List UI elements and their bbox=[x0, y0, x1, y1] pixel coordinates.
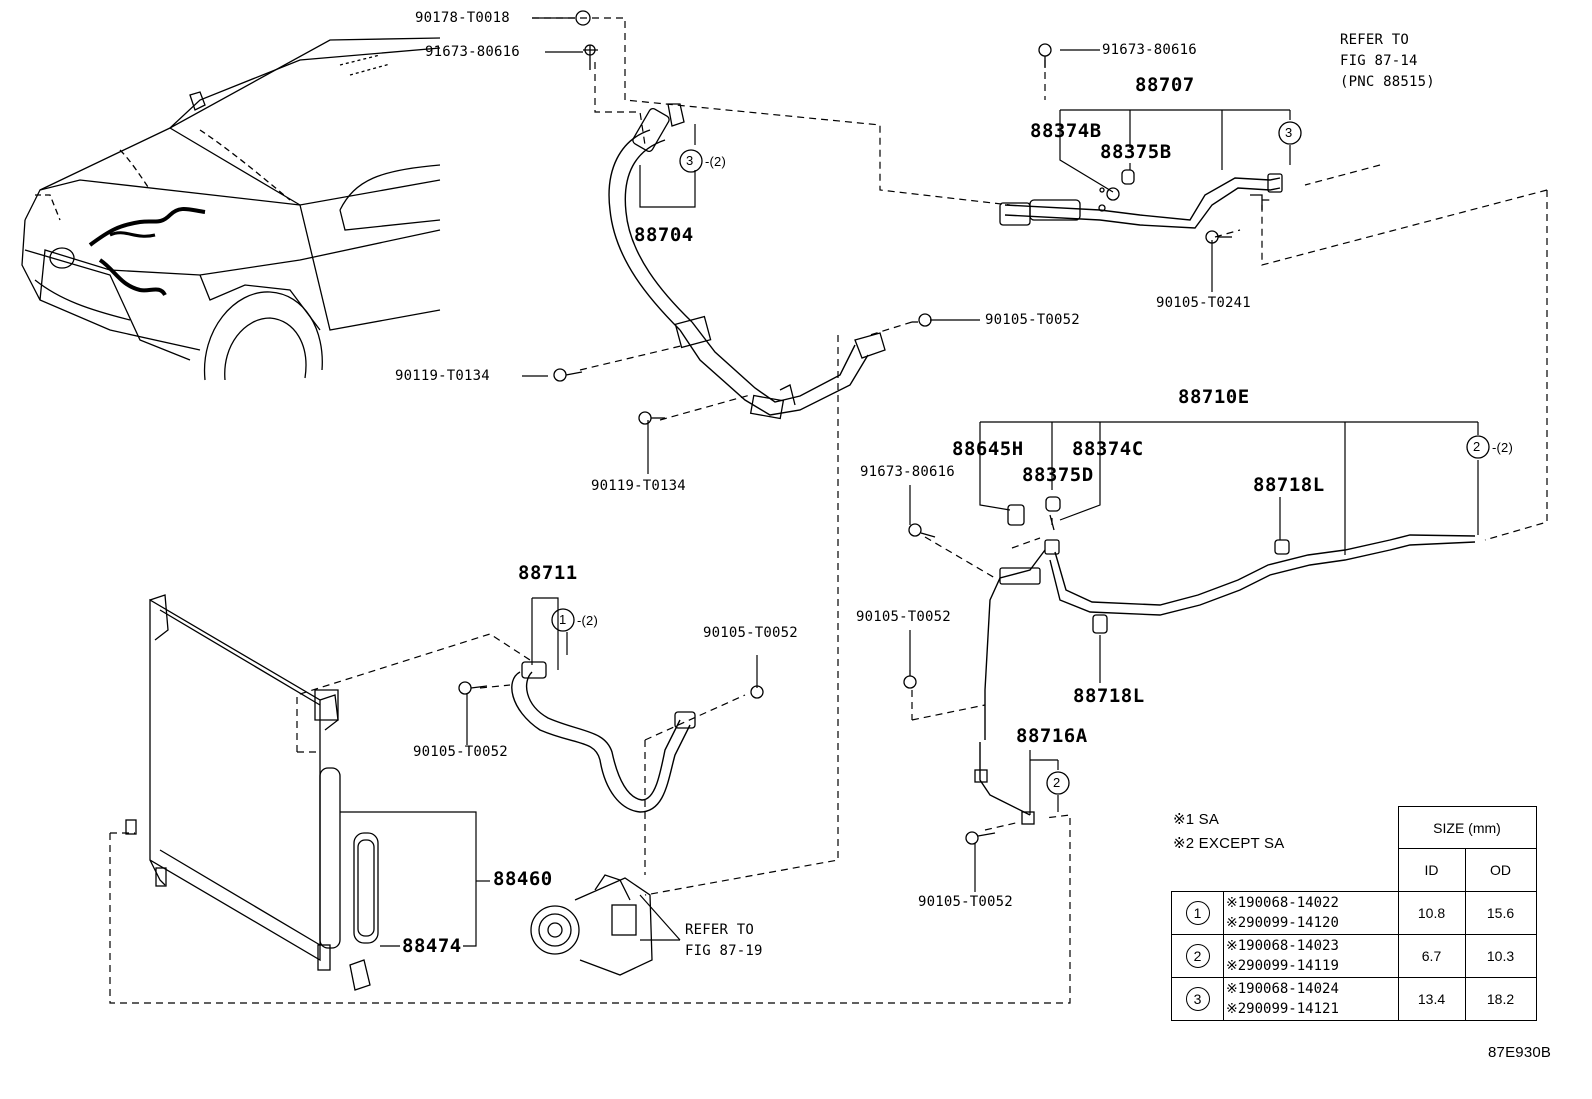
part-label: 88474 bbox=[402, 935, 462, 957]
callout-number: 2 bbox=[1473, 439, 1481, 454]
part-label: 88718L bbox=[1253, 474, 1325, 496]
od-value: 10.3 bbox=[1464, 934, 1537, 978]
part-label: 91673-80616 bbox=[860, 464, 955, 480]
part-label: 90105-T0241 bbox=[1156, 295, 1251, 311]
part-label: 88374C bbox=[1072, 438, 1144, 460]
part-label: 90105-T0052 bbox=[918, 894, 1013, 910]
legend-note: ※2 EXCEPT SA bbox=[1173, 835, 1285, 852]
refer-note-line: REFER TO bbox=[1340, 32, 1410, 48]
refer-note-line: FIG 87-19 bbox=[685, 943, 763, 959]
od-value: 18.2 bbox=[1464, 977, 1537, 1021]
code-except-sa: ※290099-14121 bbox=[1226, 1001, 1339, 1017]
size-header: SIZE (mm) bbox=[1397, 806, 1537, 849]
part-label: 88460 bbox=[493, 868, 553, 890]
part-label: 88375D bbox=[1022, 464, 1094, 486]
hose-size-table: SIZE (mm) ID OD 1 ※190068-14022 ※290099-1… bbox=[1171, 806, 1537, 1021]
condenser-illustration bbox=[125, 594, 379, 991]
code-except-sa: ※290099-14120 bbox=[1226, 915, 1339, 931]
leader-lines bbox=[340, 17, 1479, 947]
callout-quantity: -(2) bbox=[705, 154, 727, 169]
part-label: 88711 bbox=[518, 562, 578, 584]
code-sa: ※190068-14024 bbox=[1226, 981, 1339, 997]
callout-quantity: -(2) bbox=[577, 613, 599, 628]
code-except-sa: ※290099-14119 bbox=[1226, 958, 1339, 974]
part-label: 88710E bbox=[1178, 386, 1250, 408]
id-value: 13.4 bbox=[1397, 977, 1466, 1021]
col-od-header: OD bbox=[1464, 848, 1537, 892]
compressor-illustration bbox=[530, 874, 653, 976]
part-label: 91673-80616 bbox=[425, 44, 520, 60]
od-value: 15.6 bbox=[1464, 891, 1537, 935]
part-label: 90119-T0134 bbox=[395, 368, 490, 384]
part-label: 90119-T0134 bbox=[591, 478, 686, 494]
part-label: 90105-T0052 bbox=[856, 609, 951, 625]
part-label: 88375B bbox=[1100, 141, 1172, 163]
vehicle-illustration bbox=[21, 37, 441, 381]
part-label: 90178-T0018 bbox=[415, 10, 510, 26]
callout-circles bbox=[551, 121, 1490, 795]
table-row: 3 ※190068-14024 ※290099-14121 13.4 18.2 bbox=[1171, 977, 1537, 1021]
part-label: 88716A bbox=[1016, 725, 1088, 747]
id-value: 6.7 bbox=[1397, 934, 1466, 978]
callout-number: 3 bbox=[1285, 125, 1293, 140]
id-value: 10.8 bbox=[1397, 891, 1466, 935]
table-row: 2 ※190068-14023 ※290099-14119 6.7 10.3 bbox=[1171, 934, 1537, 978]
figure-code: 87E930B bbox=[1488, 1044, 1552, 1061]
refer-note-line: REFER TO bbox=[685, 922, 755, 938]
code-sa: ※190068-14022 bbox=[1226, 895, 1339, 911]
part-label: 88374B bbox=[1030, 120, 1102, 142]
callout-quantity: -(2) bbox=[1492, 440, 1514, 455]
part-label: 88718L bbox=[1073, 685, 1145, 707]
table-row: 1 ※190068-14022 ※290099-14120 10.8 15.6 bbox=[1171, 891, 1537, 935]
part-label: 90105-T0052 bbox=[703, 625, 798, 641]
part-label: 91673-80616 bbox=[1102, 42, 1197, 58]
callout-number: 3 bbox=[686, 153, 694, 168]
part-label: 90105-T0052 bbox=[985, 312, 1080, 328]
callout-number: 2 bbox=[1053, 775, 1061, 790]
row-mark: 3 bbox=[1185, 987, 1210, 1011]
part-label: 90105-T0052 bbox=[413, 744, 508, 760]
bolt-icons bbox=[458, 10, 1232, 845]
part-label: 88704 bbox=[634, 224, 694, 246]
row-mark: 1 bbox=[1185, 901, 1210, 925]
part-label: 88707 bbox=[1135, 74, 1195, 96]
refer-note-line: (PNC 88515) bbox=[1340, 74, 1435, 90]
legend-note: ※1 SA bbox=[1173, 811, 1220, 828]
refrigerant-hoses bbox=[511, 103, 1476, 825]
refer-note-line: FIG 87-14 bbox=[1340, 53, 1418, 69]
col-id-header: ID bbox=[1397, 848, 1466, 892]
row-mark: 2 bbox=[1185, 944, 1210, 968]
dashed-connection-lines bbox=[109, 17, 1548, 1004]
code-sa: ※190068-14023 bbox=[1226, 938, 1339, 954]
part-label: 88645H bbox=[952, 438, 1024, 460]
callout-number: 1 bbox=[559, 612, 567, 627]
